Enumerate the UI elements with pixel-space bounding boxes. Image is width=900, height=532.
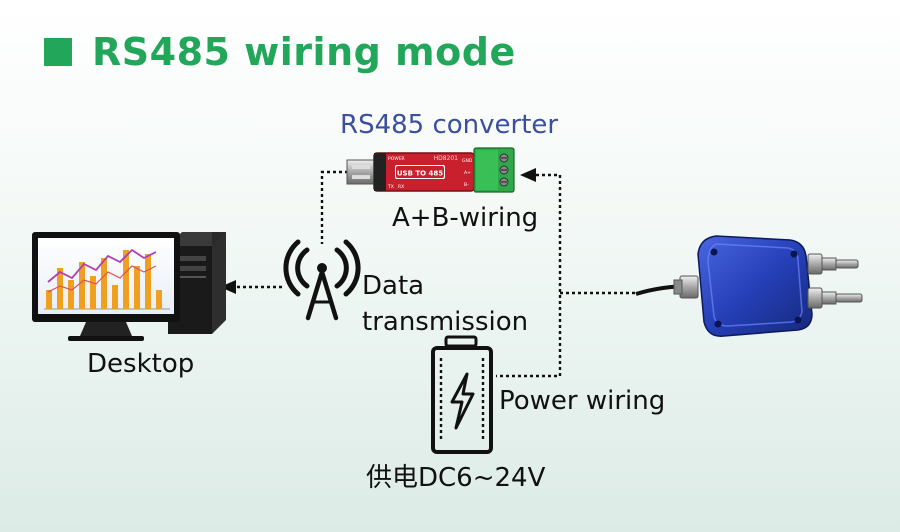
title-bar: RS485 wiring mode	[44, 30, 516, 74]
power-supply-label: 供电DC6~24V	[366, 463, 546, 493]
terminal-b-text: B-	[464, 182, 469, 188]
title-square-icon	[44, 38, 72, 66]
pressure-transmitter-icon	[635, 235, 863, 337]
battery-icon	[431, 335, 493, 454]
arrow-to-terminal	[520, 168, 536, 182]
usb-converter-icon: USB TO 485 HD8201 POWER TX RX GND A+ B-	[346, 147, 515, 193]
converter-model-text: HD8201	[434, 155, 459, 162]
data-transmission-label-line1: Data	[362, 271, 425, 301]
power-wiring-label: Power wiring	[499, 386, 666, 416]
converter-label: RS485 converter	[340, 110, 559, 140]
pressure-port-top	[807, 253, 859, 275]
arrow-to-desktop	[220, 280, 236, 294]
monitor-chart	[44, 248, 170, 310]
usb-to-antenna-wire	[320, 170, 348, 244]
pressure-port-bottom	[807, 287, 863, 309]
converter-rx-text: RX	[398, 184, 404, 190]
desktop-computer-icon	[32, 232, 226, 341]
converter-tx-text: TX	[387, 184, 394, 190]
antenna-icon	[283, 239, 361, 321]
ab-wiring-label: A+B-wiring	[392, 203, 539, 233]
data-transmission-label-line2: transmission	[362, 307, 529, 337]
ab-wiring-wire	[496, 173, 562, 378]
dotted-wires	[236, 170, 636, 378]
converter-power-text: POWER	[388, 156, 405, 162]
converter-badge-text: USB TO 485	[397, 170, 443, 178]
desktop-label: Desktop	[87, 349, 195, 379]
terminal-a-text: A+	[464, 170, 471, 176]
page-title: RS485 wiring mode	[92, 30, 516, 74]
terminal-gnd-text: GND	[462, 158, 473, 164]
